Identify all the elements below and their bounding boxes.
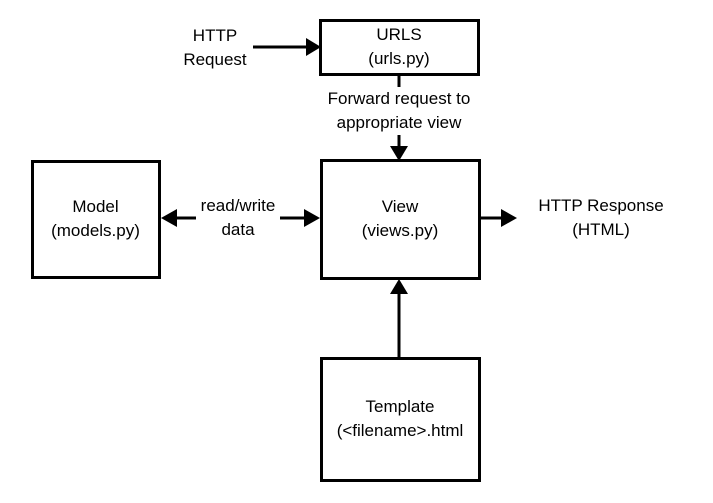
edge-http-request-to-urls (253, 38, 321, 56)
edge-view-to-http-response (480, 209, 517, 227)
template-box-rect[interactable] (320, 357, 481, 482)
edge-urls-to-view (390, 75, 408, 161)
arrowhead-right-icon (501, 209, 517, 227)
arrowhead-down-icon (390, 146, 408, 161)
edge-view-to-model (161, 209, 200, 227)
edge-model-to-view (276, 209, 320, 227)
arrowhead-left-icon (161, 209, 177, 227)
model-box-rect[interactable] (31, 160, 161, 279)
arrowhead-up-icon (390, 279, 408, 294)
arrowhead-right-icon (304, 209, 320, 227)
view-box-rect[interactable] (320, 159, 481, 280)
edge-template-to-view (390, 279, 408, 357)
arrowhead-right-icon (306, 38, 321, 56)
urls-box-rect[interactable] (319, 19, 480, 76)
